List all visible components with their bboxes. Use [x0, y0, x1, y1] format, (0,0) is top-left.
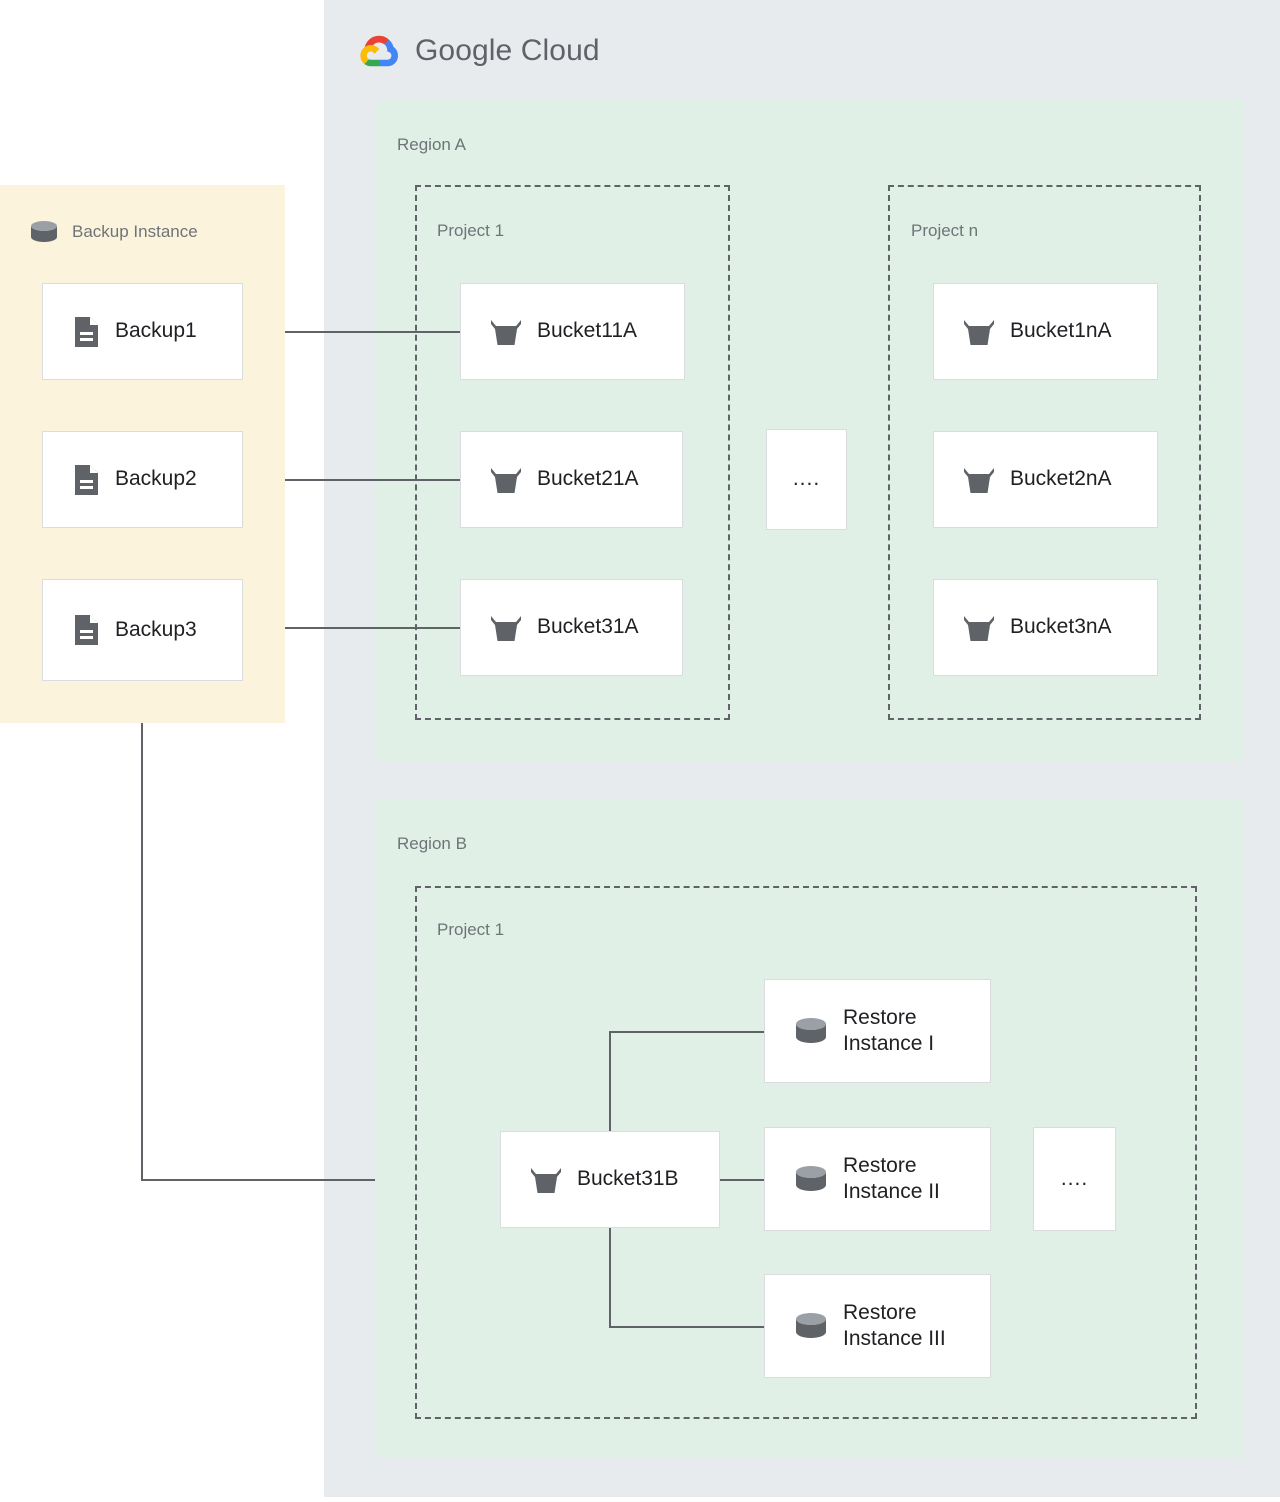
card-label: Restore Instance II [843, 1153, 940, 1203]
card-label: Bucket2nA [1010, 467, 1112, 491]
ellipsis-label: .... [1060, 1166, 1089, 1190]
connector-backup3-bucket31a [243, 627, 461, 629]
logo-word-google: Google [415, 34, 513, 67]
bucket-icon [491, 319, 521, 345]
card-label: Restore Instance III [843, 1300, 946, 1350]
bucket-icon [964, 615, 994, 641]
card-label: Bucket11A [537, 319, 638, 343]
card-backup3[interactable]: Backup3 [42, 579, 243, 681]
connector-bucket31b-restore3-horizontal [609, 1326, 766, 1328]
card-bucket3na[interactable]: Bucket3nA [933, 579, 1158, 676]
card-bucket21a[interactable]: Bucket21A [460, 431, 683, 528]
connector-bucket31b-restore2 [718, 1179, 766, 1181]
connector-bucket31b-restore3-vertical [609, 1218, 611, 1328]
card-label: Bucket21A [537, 467, 639, 491]
project-1-region-a-label: Project 1 [437, 221, 505, 240]
card-backup1[interactable]: Backup1 [42, 283, 243, 380]
project-1-region-b-label: Project 1 [437, 920, 505, 939]
connector-backup1-bucket11a [243, 331, 461, 333]
logo-word-cloud: Cloud [520, 34, 600, 67]
card-bucket2na[interactable]: Bucket2nA [933, 431, 1158, 528]
bucket-icon [531, 1167, 561, 1193]
bucket-icon [964, 467, 994, 493]
card-bucket31b[interactable]: Bucket31B [500, 1131, 720, 1228]
database-cylinder-icon [31, 221, 57, 242]
project-1-region-b-container [415, 886, 1197, 1419]
backup-instance-header: Backup Instance [28, 218, 198, 246]
database-cylinder-icon [796, 1166, 826, 1191]
card-label: Backup3 [115, 617, 197, 641]
bucket-icon [491, 615, 521, 641]
google-cloud-logo-text: Google Cloud [415, 34, 600, 68]
bucket-icon [491, 467, 521, 493]
card-restore-instance-i[interactable]: Restore Instance I [764, 979, 991, 1083]
card-bucket11a[interactable]: Bucket11A [460, 283, 685, 380]
card-label: Bucket31B [577, 1167, 679, 1191]
card-bucket1na[interactable]: Bucket1nA [933, 283, 1158, 380]
project-n-region-a-label: Project n [911, 221, 979, 240]
connector-bucket31b-restore1-horizontal [609, 1031, 766, 1033]
connector-bucket31b-restore1-vertical [609, 1031, 611, 1141]
card-bucket31a[interactable]: Bucket31A [460, 579, 683, 676]
card-backup2[interactable]: Backup2 [42, 431, 243, 528]
connector-backup3-bucket31b-horizontal [141, 1179, 501, 1181]
card-restore-instance-ii[interactable]: Restore Instance II [764, 1127, 991, 1231]
google-cloud-logo: Google Cloud [357, 32, 600, 70]
card-label: Bucket31A [537, 615, 639, 639]
card-label: Backup1 [115, 319, 197, 343]
database-cylinder-icon [796, 1018, 826, 1043]
connector-backup2-bucket21a [243, 479, 461, 481]
document-icon [75, 464, 98, 495]
card-label: Bucket1nA [1010, 319, 1112, 343]
card-label: Bucket3nA [1010, 615, 1112, 639]
card-ellipsis-region-a: .... [766, 429, 847, 530]
backup-instance-title: Backup Instance [72, 222, 198, 241]
bucket-icon [964, 319, 994, 345]
google-cloud-mark-icon [360, 35, 398, 67]
card-label: Restore Instance I [843, 1005, 935, 1055]
card-restore-instance-iii[interactable]: Restore Instance III [764, 1274, 991, 1378]
connector-backup3-bucket31b-vertical [141, 681, 143, 1181]
document-icon [75, 316, 98, 347]
project-1-region-a-container [415, 185, 730, 720]
database-cylinder-icon [796, 1313, 826, 1338]
region-b-label: Region B [397, 834, 467, 853]
document-icon [75, 615, 98, 645]
card-ellipsis-region-b: .... [1033, 1127, 1116, 1231]
project-n-region-a-container [888, 185, 1201, 720]
card-label: Backup2 [115, 467, 197, 491]
ellipsis-label: .... [792, 467, 821, 491]
region-a-label: Region A [397, 135, 466, 154]
